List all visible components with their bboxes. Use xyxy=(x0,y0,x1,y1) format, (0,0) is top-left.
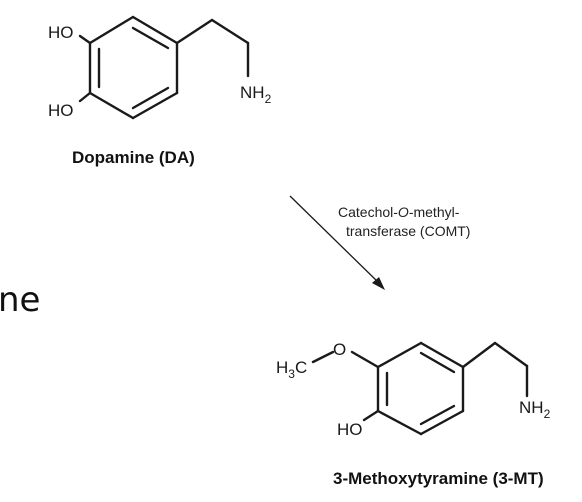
dopamine-ring xyxy=(88,15,179,120)
dopamine-name: Dopamine (DA) xyxy=(72,148,195,167)
methoxytyramine-name: 3-Methoxytyramine (3-MT) xyxy=(333,469,544,488)
dopamine-chain-bond-2 xyxy=(210,18,250,45)
dopamine-oh-bottom-bond xyxy=(78,91,92,103)
dopamine-structure: HO HO NH2 xyxy=(48,15,272,120)
methoxy-c-o-bond xyxy=(311,350,335,364)
enzyme-name-line-1: Catechol-O-methyl- xyxy=(338,204,460,220)
cropped-text-fragment: ne xyxy=(0,280,40,320)
reaction-arrow xyxy=(289,195,385,290)
methoxytyramine-chain-bond-1 xyxy=(461,341,497,369)
dopamine-oh-top-bond xyxy=(78,34,92,45)
enzyme-name-line-2: transferase (COMT) xyxy=(346,223,470,239)
dopamine-ho-top-label: HO xyxy=(48,23,74,42)
methoxytyramine-ho-label: HO xyxy=(337,420,363,439)
methoxytyramine-oxygen-label: O xyxy=(333,340,346,359)
methoxytyramine-ring xyxy=(376,341,465,436)
methoxytyramine-chain-bond-2 xyxy=(493,341,529,368)
dopamine-chain-bond-1 xyxy=(175,18,214,45)
methoxytyramine-structure: O H3C HO NH2 xyxy=(276,340,551,439)
dopamine-amine-label: NH2 xyxy=(240,83,272,106)
methoxytyramine-amine-label: NH2 xyxy=(519,398,551,421)
methoxytyramine-oh-bond xyxy=(362,409,380,422)
methoxytyramine-methyl-label: H3C xyxy=(276,358,307,381)
dopamine-ho-bottom-label: HO xyxy=(48,101,74,120)
methoxy-o-ring-bond xyxy=(350,350,380,369)
